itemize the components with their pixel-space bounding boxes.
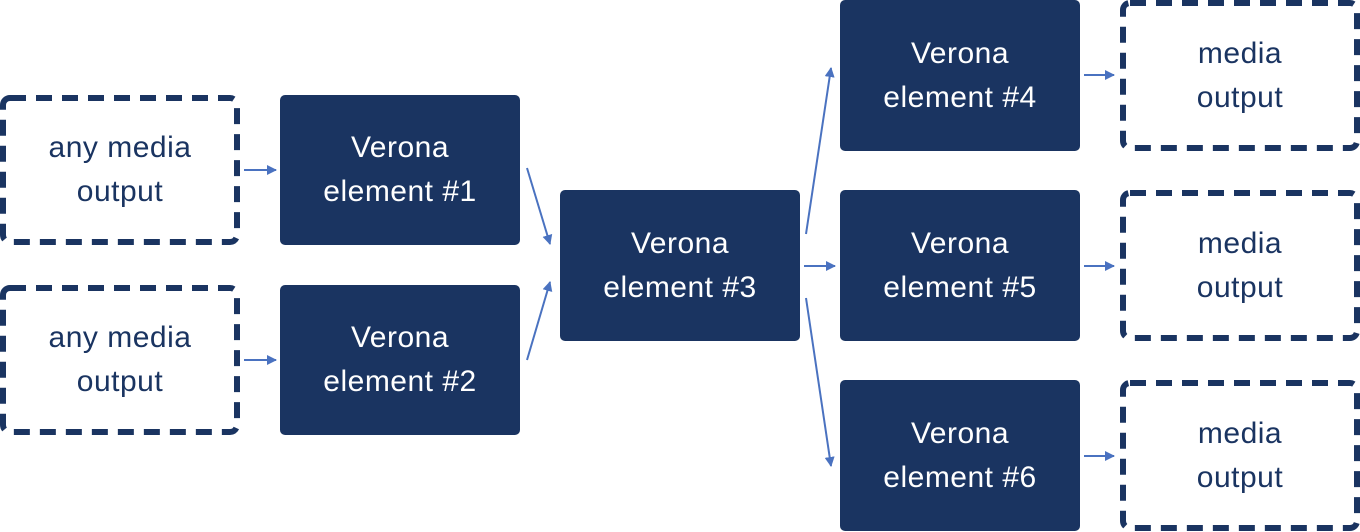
node-label-line2: element #5 [883,270,1037,304]
edge-el1-el3 [526,167,553,245]
node-label-line2: element #6 [883,460,1037,494]
verona-element-3: Verona element #3 [560,190,800,341]
verona-element-1: Verona element #1 [280,95,520,245]
edge-el3-el6 [805,297,835,467]
output-node-5: media output [1120,190,1360,341]
node-label-line1: media [1197,416,1283,450]
node-label-line2: element #2 [323,365,477,398]
node-label-line1: media [1197,226,1283,260]
node-label-line2: output [76,365,164,398]
verona-element-2: Verona element #2 [280,285,520,435]
node-label-line1: Verona [350,131,450,164]
node-label-line1: any media [48,131,192,164]
output-node-6: media output [1120,380,1360,531]
node-label-line2: element #4 [883,80,1037,114]
node-label-line2: output [76,175,164,208]
node-label-line2: output [1196,460,1284,494]
edge-el3-el4 [805,67,835,235]
node-label-line1: media [1197,36,1283,70]
edge-el2-el3 [526,281,553,361]
node-label-line1: Verona [630,226,730,260]
input-node-2: any media output [0,285,240,435]
output-node-4: media output [1120,0,1360,151]
node-label-line1: any media [48,321,192,354]
node-label-line1: Verona [910,416,1010,450]
node-label-line1: Verona [350,321,450,354]
verona-element-6: Verona element #6 [840,380,1080,531]
node-label-line2: output [1196,80,1284,114]
node-label-line1: Verona [910,36,1010,70]
verona-element-5: Verona element #5 [840,190,1080,341]
verona-element-4: Verona element #4 [840,0,1080,151]
node-label-line2: element #3 [603,270,757,304]
input-node-1: any media output [0,95,240,245]
node-label-line2: element #1 [323,175,477,208]
node-label-line2: output [1196,270,1284,304]
node-label-line1: Verona [910,226,1010,260]
